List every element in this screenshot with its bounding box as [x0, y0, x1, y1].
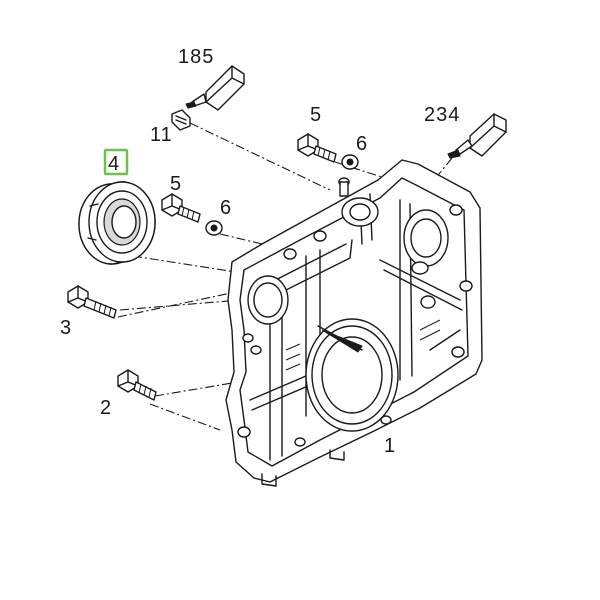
label-part-3: 3 [60, 317, 72, 339]
washer-part-6-mid [205, 220, 223, 236]
label-part-5-top: 5 [310, 104, 322, 126]
bolt-part-5-mid [161, 193, 201, 223]
sealant-tube-185 [185, 65, 245, 111]
housing-part-1 [225, 159, 483, 487]
sealant-tube-234 [447, 113, 507, 159]
label-part-6-mid: 6 [220, 197, 232, 219]
label-part-234: 234 [424, 104, 460, 126]
label-part-1: 1 [384, 435, 396, 457]
label-part-2: 2 [100, 397, 112, 419]
bolt-part-2 [117, 369, 157, 401]
label-part-6-top: 6 [356, 133, 368, 155]
label-part-5-mid: 5 [170, 173, 182, 195]
label-part-4: 4 [108, 153, 120, 175]
highlight-box-part-4 [103, 148, 129, 176]
label-part-185: 185 [178, 46, 214, 68]
bolt-part-3 [67, 285, 117, 319]
bolt-part-5-top [297, 133, 337, 163]
oil-seal-part-4 [78, 181, 156, 265]
washer-part-6-top [341, 154, 359, 170]
label-part-11: 11 [150, 124, 173, 146]
plug-part-11 [171, 109, 191, 131]
